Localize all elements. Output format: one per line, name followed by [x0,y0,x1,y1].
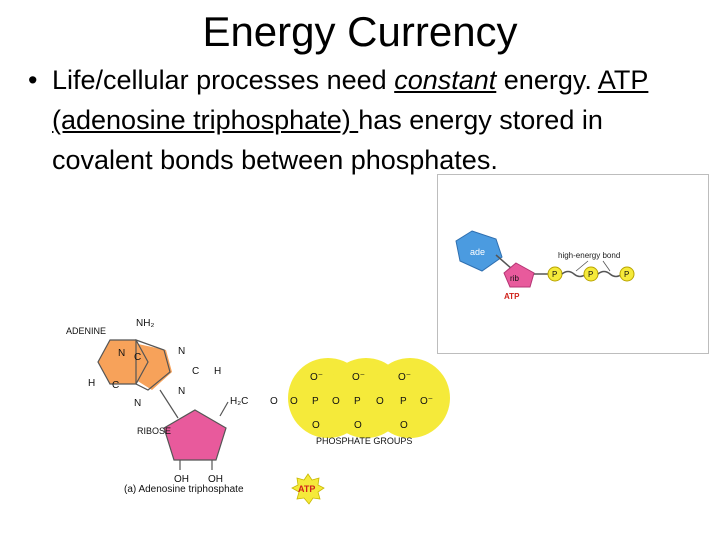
emphasis-constant: constant [394,65,497,95]
p-label-2: P [588,270,593,279]
o-link-4: O [376,396,384,407]
p-label-3: P [624,270,629,279]
ade-pentagon [455,230,503,272]
bullet-text-part: energy. [496,65,598,95]
underlined-atp-term: ATP (adenosine triphosphate) [52,65,649,135]
o-link-3: O [332,396,340,407]
ribose-ring [163,409,227,461]
atp-structure-diagram: ADENINE NH₂ N C N H C N C H N RIBOSE H₂C… [66,318,450,505]
n-atom-4: N [178,386,185,397]
atp-simplified-figure: ade rib P P P high-energy bond ATP [437,174,709,354]
p-label-1: P [552,270,557,279]
ribose-ch2-bond [219,401,229,417]
o-minus-2: O⁻ [352,372,365,383]
nh2-label: NH₂ [136,318,154,329]
atp-badge-star [291,473,325,505]
phosphate-3 [619,266,635,282]
h-atom-2: H [214,366,221,377]
p-atom-2: P [354,396,361,407]
bullet-text-part: Life/cellular processes need [52,65,395,95]
atp-simplified-diagram: ade rib P P P high-energy bond ATP [455,230,635,301]
high-energy-bond-label: high-energy bond [558,251,620,260]
atp-structure-figure: ADENINE NH₂ N C N H C N C H N RIBOSE H₂C… [60,310,460,510]
o-link-2: O [290,396,298,407]
high-energy-bond-2 [597,270,623,278]
c-atom-3: C [192,366,199,377]
slide-title: Energy Currency [202,8,518,55]
adenine-five-outline [135,339,171,391]
c-atom-2: C [112,380,119,391]
o-minus-1: O⁻ [310,372,323,383]
atp-badge-label: ATP [298,484,315,494]
h-atom-1: H [88,378,95,389]
n-atom-2: N [178,346,185,357]
p-atom-1: P [312,396,319,407]
bullet-dot: • [28,65,38,95]
o-minus-4: O⁻ [420,396,433,407]
pointer-line-2 [602,260,611,272]
pointer-line-1 [575,260,589,272]
ade-label: ade [470,247,485,257]
adenine-ribose-bond [159,389,179,419]
oh-label-2: OH [208,474,223,485]
phosphate-circle-3 [370,358,450,438]
rib-label: rib [510,274,519,283]
o-minus-3: O⁻ [398,372,411,383]
phosphate-groups-label: PHOSPHATE GROUPS [316,436,412,446]
o-double-2: O [354,420,362,431]
ribose-label: RIBOSE [137,426,171,436]
oh-label-1: OH [174,474,189,485]
bullet-text-part: has energy stored in covalent bonds betw… [52,105,603,175]
ade-rib-bond [495,254,513,270]
c-atom-1: C [134,352,141,363]
o-double-1: O [312,420,320,431]
bullet-text: Life/cellular processes need constant en… [52,60,677,180]
o-double-3: O [400,420,408,431]
adenine-label: ADENINE [66,326,106,336]
n-atom-3: N [134,398,141,409]
n-atom-1: N [118,348,125,359]
rib-pentagon [503,262,535,288]
atp-red-label: ATP [504,292,520,301]
figure-caption: (a) Adenosine triphosphate [124,484,244,495]
p-atom-3: P [400,396,407,407]
o-link-1: O [270,396,278,407]
high-energy-bond-1 [561,270,587,278]
h2c-label: H₂C [230,396,248,407]
